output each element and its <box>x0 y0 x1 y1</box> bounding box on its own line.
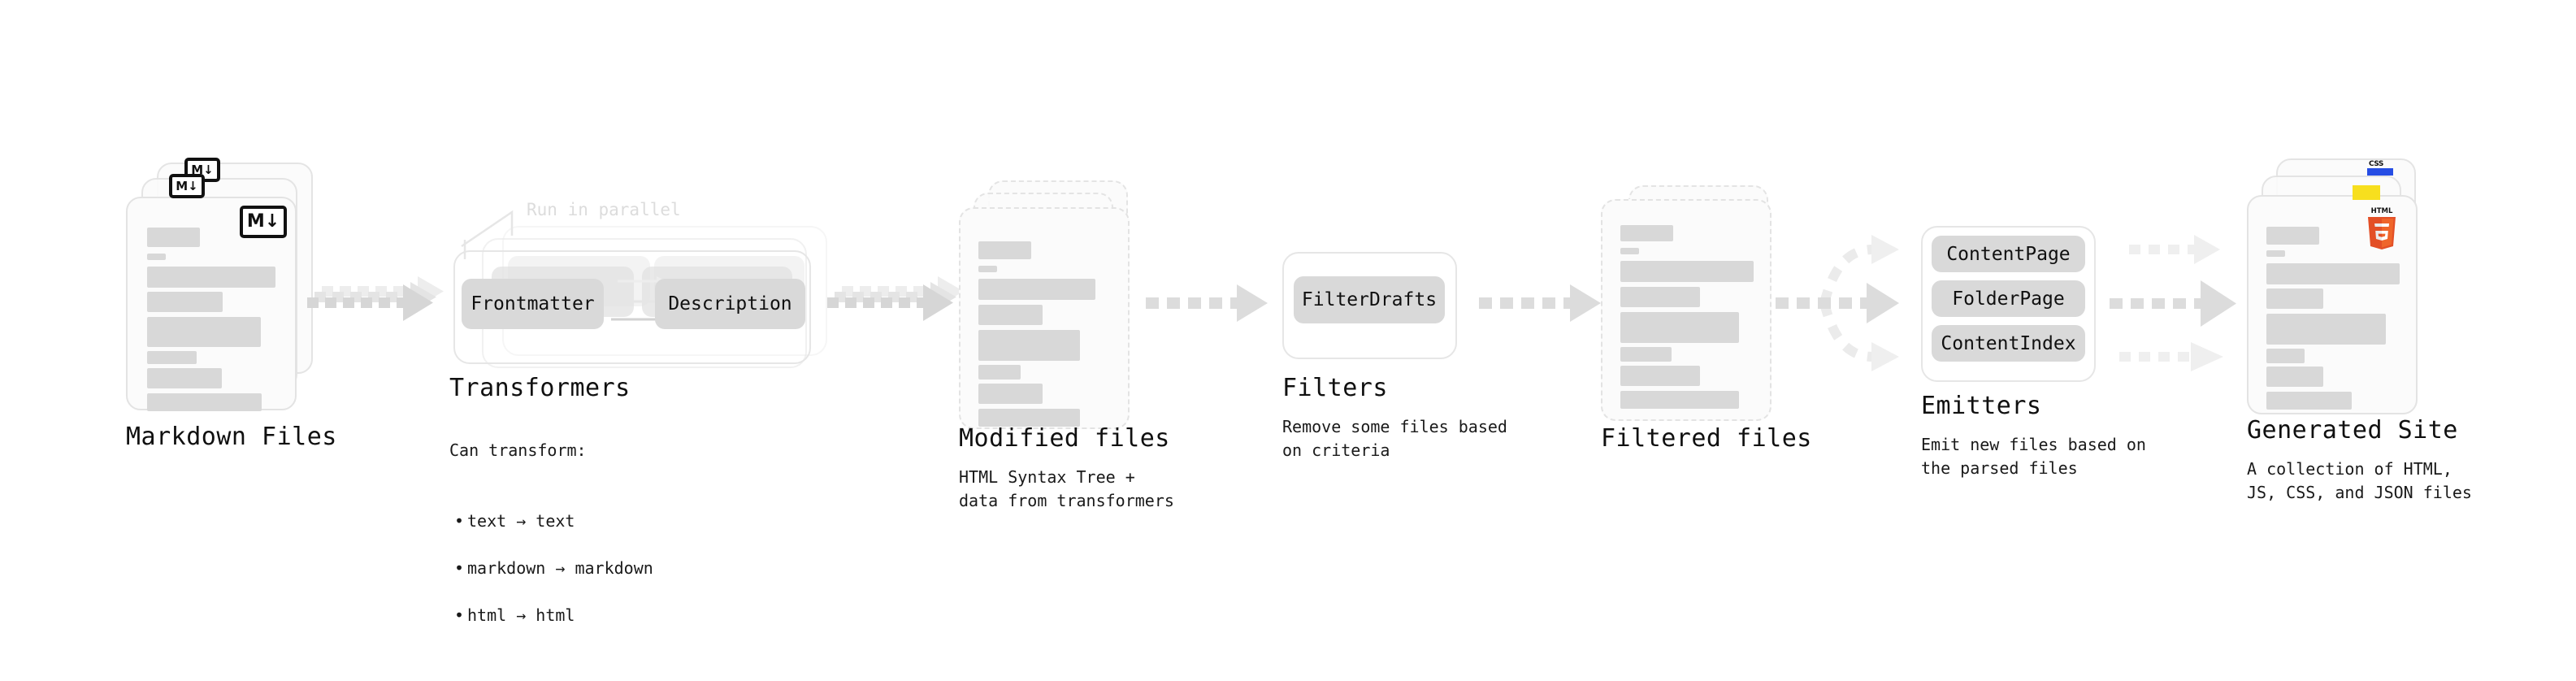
filtered-files-caption: Filtered files <box>1601 424 1812 453</box>
site-bar <box>2266 314 2386 345</box>
markdown-bar <box>147 351 197 364</box>
javascript-badge-icon <box>2353 185 2380 200</box>
emitters-caption: Emitters Emit new files based on the par… <box>1921 392 2146 480</box>
filter-chip-filterdrafts[interactable]: FilterDrafts <box>1294 276 1445 323</box>
run-in-parallel-label: Run in parallel <box>527 200 681 219</box>
modified-bar <box>978 279 1095 300</box>
transformer-box-front <box>453 250 811 364</box>
arrow-emitters-to-site <box>2110 235 2236 371</box>
arrow-filters-to-filtered <box>1479 284 1601 322</box>
filtered-bar <box>1620 312 1739 343</box>
site-bar <box>2266 392 2352 410</box>
filters-subtitle: Remove some files based on criteria <box>1282 417 1507 460</box>
css3-badge-label: CSS <box>2369 160 2383 168</box>
site-bar <box>2266 250 2285 257</box>
generated-site-caption: Generated Site A collection of HTML, JS,… <box>2247 416 2472 505</box>
modified-files-subtitle: HTML Syntax Tree + data from transformer… <box>959 467 1174 510</box>
modified-bar <box>978 266 997 272</box>
markdown-bar <box>147 393 262 411</box>
filtered-bar <box>1620 347 1672 362</box>
page-title: Transformers <box>449 374 631 402</box>
markdown-files-caption: Markdown Files <box>126 423 337 451</box>
markdown-badge-icon: M↓ <box>169 174 205 198</box>
run-in-parallel-bracket <box>461 210 514 259</box>
generated-site-stack: CSS HTML <box>2247 158 2450 414</box>
modified-files-stack <box>959 180 1146 429</box>
transformers-subtitle-lead: Can transform: <box>449 440 587 460</box>
transformer-chip-description[interactable]: Description <box>655 279 805 329</box>
transformers-caption: Transformers Can transform: text → text … <box>449 374 653 674</box>
list-item: text → text <box>449 510 653 533</box>
svg-text:HTML: HTML <box>2371 207 2393 215</box>
emitter-chip-folderpage[interactable]: FolderPage <box>1932 280 2085 317</box>
filtered-sheet-front <box>1601 199 1772 421</box>
chip-label: FolderPage <box>1952 288 2065 310</box>
transformers-capability-list: text → text markdown → markdown html → h… <box>449 486 653 651</box>
filtered-bar <box>1620 261 1754 282</box>
site-bar <box>2266 349 2305 363</box>
site-bar <box>2266 263 2400 284</box>
markdown-badge-glyph: M↓ <box>176 178 198 193</box>
filtered-bar <box>1620 225 1673 241</box>
modified-bar <box>978 384 1043 404</box>
site-bar <box>2266 227 2319 245</box>
chip-label: Description <box>668 293 792 314</box>
arrow-filtered-to-emitters <box>1776 235 1899 371</box>
modified-files-caption: Modified files HTML Syntax Tree + data f… <box>959 424 1174 513</box>
site-sheet-front <box>2247 195 2418 414</box>
site-bar <box>2266 367 2323 387</box>
page-title: Filtered files <box>1601 424 1812 453</box>
chip-label: ContentPage <box>1946 243 2071 265</box>
list-item: markdown → markdown <box>449 557 653 580</box>
emitter-chip-contentpage[interactable]: ContentPage <box>1932 236 2085 272</box>
markdown-bar <box>147 317 261 347</box>
markdown-bar <box>147 292 223 312</box>
list-item: html → html <box>449 604 653 627</box>
css3-badge-icon <box>2367 168 2393 176</box>
page-title: Modified files <box>959 424 1170 453</box>
page-title: Filters <box>1282 374 1388 402</box>
markdown-bar <box>147 267 275 288</box>
arrow-md-to-transformers <box>307 276 444 321</box>
modified-bar <box>978 409 1080 427</box>
html5-badge-icon: HTML <box>2368 207 2396 249</box>
page-title: Emitters <box>1921 392 2042 420</box>
modified-bar <box>978 330 1080 361</box>
generated-site-subtitle: A collection of HTML, JS, CSS, and JSON … <box>2247 459 2472 502</box>
modified-bar <box>978 241 1031 259</box>
markdown-bar <box>147 228 200 247</box>
filters-caption: Filters Remove some files based on crite… <box>1282 374 1507 462</box>
emitter-chip-contentindex[interactable]: ContentIndex <box>1932 325 2085 362</box>
filtered-bar <box>1620 287 1700 307</box>
transformers-subtitle: Can transform: text → text markdown → ma… <box>449 415 653 674</box>
page-title: Generated Site <box>2247 416 2458 445</box>
emitters-subtitle: Emit new files based on the parsed files <box>1921 435 2146 478</box>
markdown-badge-icon: M↓ <box>240 206 287 238</box>
filtered-bar <box>1620 391 1739 409</box>
markdown-files-stack: M↓ M↓ M↓ <box>126 158 313 411</box>
markdown-bar <box>147 254 166 260</box>
filters-box <box>1282 252 1457 359</box>
filtered-files-stack <box>1601 185 1788 421</box>
arrow-transformers-to-modified <box>827 276 964 321</box>
modified-bar <box>978 365 1021 380</box>
markdown-bar <box>147 368 222 388</box>
transformer-chip-frontmatter[interactable]: Frontmatter <box>462 279 604 329</box>
arrow-modified-to-filters <box>1146 284 1268 322</box>
modified-bar <box>978 305 1043 325</box>
filtered-bar <box>1620 366 1700 386</box>
chip-label: FilterDrafts <box>1301 289 1438 310</box>
markdown-badge-glyph: M↓ <box>246 211 280 232</box>
emitters-box <box>1921 226 2096 382</box>
chip-label: Frontmatter <box>471 293 595 314</box>
site-bar <box>2266 288 2323 309</box>
chip-label: ContentIndex <box>1941 332 2076 354</box>
markdown-badge-glyph: M↓ <box>191 162 214 177</box>
filtered-bar <box>1620 248 1639 254</box>
modified-sheet-front <box>959 207 1130 429</box>
page-title: Markdown Files <box>126 423 337 451</box>
markdown-sheet-front <box>126 197 297 411</box>
